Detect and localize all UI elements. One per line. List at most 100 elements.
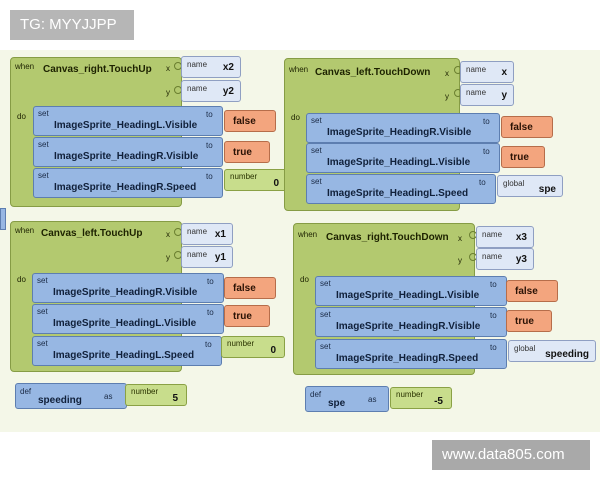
name-label: name [466,88,487,97]
boolean-false-block[interactable]: false [224,110,276,132]
to-label: to [490,311,497,320]
to-label: to [206,141,213,150]
name-label: name [187,84,208,93]
param-name-y1[interactable]: name y1 [181,246,233,268]
def-label: def [310,390,322,399]
def-block-spe[interactable]: def spe as [305,386,389,412]
when-label: when [289,65,309,74]
when-label: when [15,62,35,71]
event-name: Canvas_left.TouchDown [315,67,431,78]
setter-block[interactable]: set ImageSprite_HeadingL.Visible to [315,276,507,306]
property-name: ImageSprite_HeadingR.Visible [327,127,472,138]
def-block-speeding[interactable]: def speeding as [15,383,127,409]
def-label: def [20,387,32,396]
number-label: number [131,387,159,396]
to-label: to [207,308,214,317]
setter-block[interactable]: set ImageSprite_HeadingL.Speed to [32,336,222,366]
setter-block[interactable]: set ImageSprite_HeadingR.Speed to [33,168,223,198]
do-label: do [17,112,26,121]
global-variable-block[interactable]: global speeding [508,340,596,362]
to-label: to [490,343,497,352]
param-value: x [501,67,507,78]
boolean-value: true [233,311,252,322]
setter-block[interactable]: set ImageSprite_HeadingL.Visible to [33,106,223,136]
param-axis-x: x [166,230,170,239]
to-label: to [207,277,214,286]
property-name: ImageSprite_HeadingL.Visible [327,157,471,168]
bottom-watermark-tag: www.data805.com [432,440,590,470]
name-label: name [187,60,208,69]
partial-block-edge [0,208,6,230]
number-block[interactable]: number 0 [221,336,285,358]
number-label: number [230,172,258,181]
boolean-true-block[interactable]: true [224,305,270,327]
param-axis-y: y [166,88,170,97]
def-variable-name: spe [328,398,346,409]
set-label: set [38,109,49,118]
setter-block[interactable]: set ImageSprite_HeadingL.Speed to [306,174,496,204]
set-label: set [320,279,331,288]
to-label: to [205,340,212,349]
property-name: ImageSprite_HeadingR.Visible [54,151,199,162]
property-name: ImageSprite_HeadingR.Visible [53,287,198,298]
boolean-value: true [515,316,534,327]
param-value: y2 [222,86,234,97]
global-label: global [503,179,525,188]
set-label: set [37,276,48,285]
property-name: ImageSprite_HeadingL.Speed [327,188,469,199]
property-name: ImageSprite_HeadingL.Visible [53,318,197,329]
param-name-y2[interactable]: name y2 [181,80,241,102]
to-label: to [483,117,490,126]
to-label: to [206,172,213,181]
param-name-x2[interactable]: name x2 [181,56,241,78]
def-variable-name: speeding [38,395,82,406]
when-label: when [15,226,35,235]
param-axis-x: x [458,234,462,243]
boolean-value: true [233,147,252,158]
setter-block[interactable]: set ImageSprite_HeadingR.Visible to [315,307,507,337]
number-block[interactable]: number 0 [224,169,288,191]
number-value: -5 [434,396,443,407]
number-block[interactable]: number -5 [390,387,452,409]
number-value: 0 [270,345,276,356]
setter-block[interactable]: set ImageSprite_HeadingR.Visible to [32,273,224,303]
boolean-false-block[interactable]: false [224,277,276,299]
name-label: name [482,252,503,261]
param-name-y3[interactable]: name y3 [476,248,534,270]
boolean-false-block[interactable]: false [501,116,553,138]
boolean-true-block[interactable]: true [224,141,270,163]
setter-block[interactable]: set ImageSprite_HeadingL.Visible to [32,304,224,334]
setter-block[interactable]: set ImageSprite_HeadingR.Speed to [315,339,507,369]
number-block[interactable]: number 5 [125,384,187,406]
boolean-true-block[interactable]: true [506,310,552,332]
param-name-x1[interactable]: name x1 [181,223,233,245]
event-name: Canvas_right.TouchUp [43,64,152,75]
setter-block[interactable]: set ImageSprite_HeadingR.Visible to [33,137,223,167]
do-label: do [291,113,300,122]
property-name: ImageSprite_HeadingR.Speed [54,182,197,193]
property-name: ImageSprite_HeadingR.Visible [336,321,481,332]
param-name-x[interactable]: name x [460,61,514,83]
to-label: to [483,147,490,156]
param-axis-y: y [166,253,170,262]
boolean-value: true [510,152,529,163]
to-label: to [490,280,497,289]
param-value: x2 [222,62,234,73]
param-value: x3 [515,232,527,243]
boolean-value: false [233,283,256,294]
global-variable-block[interactable]: global spe [497,175,563,197]
number-label: number [396,390,424,399]
param-name-x3[interactable]: name x3 [476,226,534,248]
set-label: set [320,310,331,319]
param-value: x1 [214,229,226,240]
as-label: as [104,392,113,401]
do-label: do [17,275,26,284]
number-label: number [227,339,255,348]
global-value: spe [538,184,556,195]
setter-block[interactable]: set ImageSprite_HeadingR.Visible to [306,113,500,143]
boolean-value: false [233,116,256,127]
boolean-true-block[interactable]: true [501,146,545,168]
param-name-y[interactable]: name y [460,84,514,106]
boolean-false-block[interactable]: false [506,280,558,302]
setter-block[interactable]: set ImageSprite_HeadingL.Visible to [306,143,500,173]
